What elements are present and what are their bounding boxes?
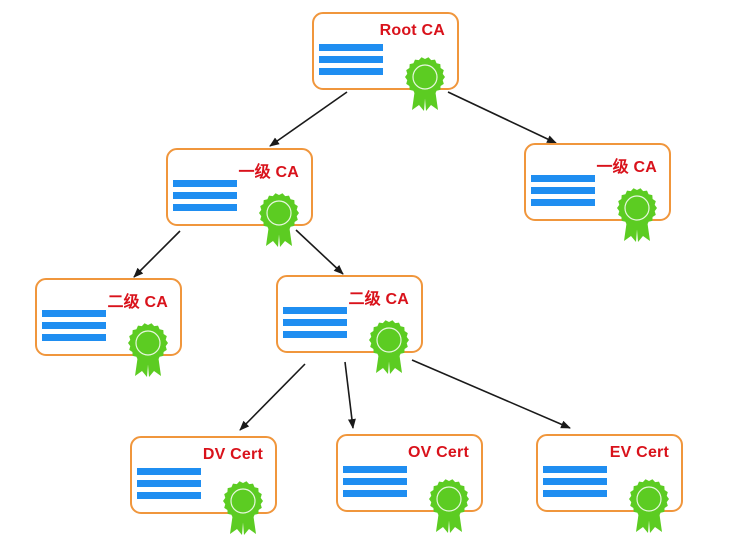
text-lines-icon (531, 175, 595, 211)
seal-inner-ring (436, 486, 462, 512)
cert-title: 一级 CA (596, 159, 657, 176)
award-seal-icon (629, 479, 669, 533)
seal-inner-ring (266, 200, 292, 226)
arrow-root-to-int1-right (447, 91, 557, 144)
seal-rosette (223, 481, 263, 521)
seal-rosette (369, 320, 409, 360)
cert-title: 二级 CA (348, 291, 409, 308)
text-lines-icon (319, 44, 383, 80)
seal-inner-ring (230, 488, 256, 514)
arrow-int1-left-to-int2-mid (295, 229, 344, 275)
cert-dv: DV Cert (130, 436, 277, 535)
award-seal-icon (223, 481, 263, 535)
award-seal-icon (405, 57, 445, 111)
seal-inner-ring (135, 330, 161, 356)
arrow-int2-mid-to-dv (239, 363, 306, 431)
cert-intermediate-2-mid: 二级 CA (276, 275, 423, 374)
text-lines-icon (283, 307, 347, 343)
cert-intermediate-1-left: 一级 CA (166, 148, 313, 247)
arrow-int2-mid-to-ov (344, 361, 356, 429)
seal-inner-ring (636, 486, 662, 512)
award-seal-icon (429, 479, 469, 533)
seal-rosette (405, 57, 445, 97)
seal-rosette (617, 188, 657, 228)
seal-rosette (259, 193, 299, 233)
text-lines-icon (42, 310, 106, 346)
award-seal-icon (128, 323, 168, 377)
text-lines-icon (137, 468, 201, 504)
cert-ev: EV Cert (536, 434, 683, 533)
seal-inner-ring (376, 327, 402, 353)
cert-title: OV Cert (408, 444, 469, 461)
arrow-int2-mid-to-ev (411, 359, 571, 429)
cert-title: Root CA (379, 22, 445, 39)
text-lines-icon (343, 466, 407, 502)
cert-title: 二级 CA (107, 294, 168, 311)
seal-rosette (429, 479, 469, 519)
text-lines-icon (173, 180, 237, 216)
cert-ov: OV Cert (336, 434, 483, 533)
arrow-root-to-int1-left (269, 91, 348, 147)
cert-root-ca: Root CA (312, 12, 459, 111)
award-seal-icon (259, 193, 299, 247)
seal-inner-ring (412, 64, 438, 90)
award-seal-icon (617, 188, 657, 242)
arrow-int1-left-to-int2-left (133, 230, 181, 278)
seal-rosette (629, 479, 669, 519)
seal-inner-ring (624, 195, 650, 221)
cert-title: EV Cert (609, 444, 669, 461)
award-seal-icon (369, 320, 409, 374)
cert-title: DV Cert (202, 446, 263, 463)
seal-rosette (128, 323, 168, 363)
cert-title: 一级 CA (238, 164, 299, 181)
cert-intermediate-2-left: 二级 CA (35, 278, 182, 377)
cert-intermediate-1-right: 一级 CA (524, 143, 671, 242)
text-lines-icon (543, 466, 607, 502)
